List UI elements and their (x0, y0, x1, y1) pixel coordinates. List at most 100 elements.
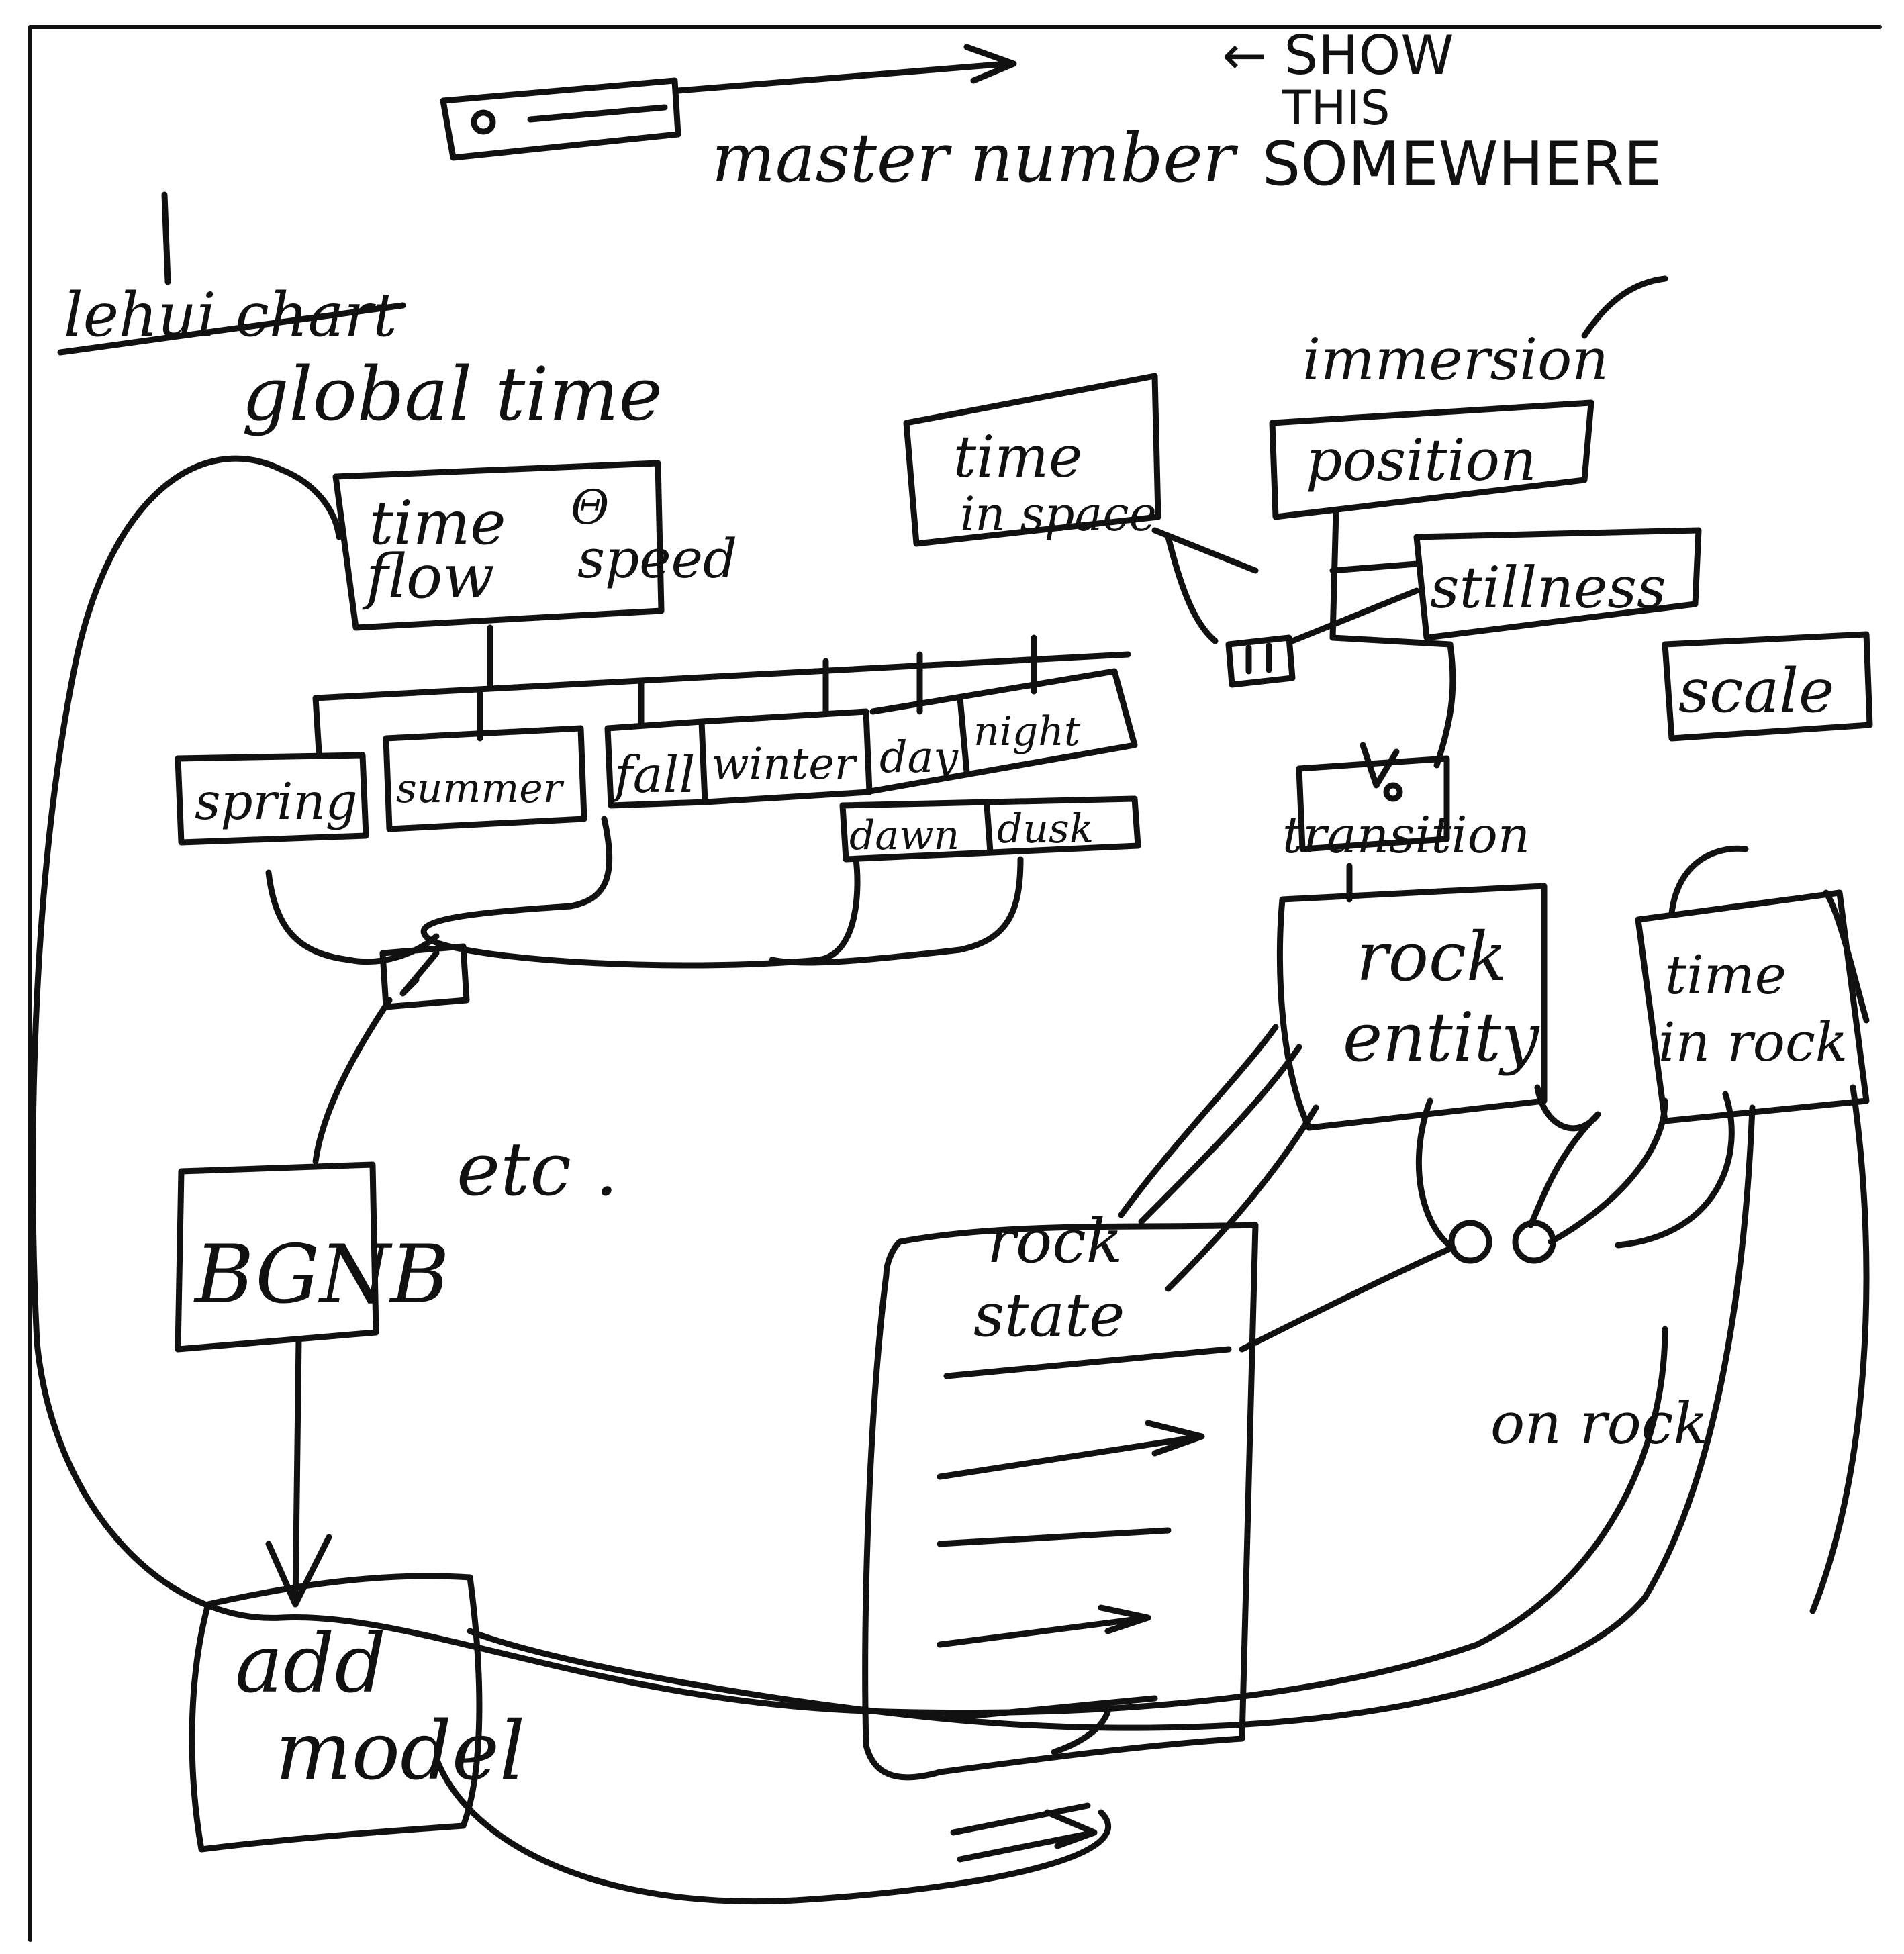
season-winter: winter (712, 739, 858, 789)
note-line-2: THIS (1282, 81, 1390, 136)
scale-border (1662, 631, 1873, 742)
dawn-dusk-border (839, 795, 1141, 863)
on-rock-label: on rock (1490, 1391, 1708, 1457)
position-box[interactable]: position (1269, 399, 1594, 520)
transition-arrow-icon (1360, 742, 1400, 789)
day-night-group: day night dawn dusk (839, 668, 1141, 863)
bgnb-box[interactable]: BGNB (175, 1161, 449, 1353)
spring-border (175, 752, 369, 846)
rock-state-row-1[interactable] (937, 1420, 1205, 1480)
bgnb-label: BGNB (193, 1228, 449, 1322)
season-winter-box[interactable]: winter (698, 708, 873, 805)
season-summer: summer (396, 765, 565, 812)
space-to-transition-connector (1289, 587, 1456, 769)
scale-box[interactable]: scale (1662, 631, 1873, 742)
time-flow-line-1: time (369, 488, 506, 558)
rock-entity-line-2: entity (1343, 998, 1540, 1077)
season-spring: spring (195, 772, 358, 831)
chart-label-tick (161, 191, 171, 285)
day-night-divider (957, 695, 970, 775)
bgnb-to-model-arrow (265, 1336, 332, 1608)
day-label[interactable]: day (879, 732, 959, 783)
rock-state-header-line (943, 1346, 1232, 1379)
rock-state-panel[interactable]: rock state (862, 1206, 1259, 1863)
rock-state-border (862, 1222, 1259, 1781)
junction-arrow-icon (399, 950, 440, 997)
season-fall: fall (611, 745, 695, 804)
rock-state-row-4[interactable] (943, 1695, 1158, 1722)
position-label: position (1306, 428, 1537, 494)
rock-state-line-2: state (973, 1280, 1125, 1351)
add-model-border (189, 1573, 483, 1853)
scale-label: scale (1678, 656, 1834, 726)
rock-state-to-knobs (1239, 1245, 1454, 1353)
speed-theta-icon: Θ (571, 480, 609, 535)
slider-groove (527, 104, 668, 123)
rock-entity-box[interactable]: rock entity (1276, 883, 1548, 1131)
global-time-loop (30, 455, 1668, 1716)
global-time-loop-top (279, 467, 342, 540)
time-in-rock-box[interactable]: time in rock (1635, 889, 1870, 1124)
slider-arrow-icon (675, 44, 1017, 94)
dusk-label[interactable]: dusk (997, 805, 1094, 852)
time-in-rock-border (1635, 889, 1870, 1124)
position-border (1269, 399, 1594, 520)
dawn-label[interactable]: dawn (849, 812, 959, 859)
season-summer-box[interactable]: summer (383, 725, 587, 832)
stillness-box[interactable]: stillness (1413, 527, 1702, 641)
time-in-space-box[interactable]: time in space (903, 373, 1161, 547)
time-in-space-line-1: time (953, 424, 1082, 491)
note-line-1: ← SHOW (1222, 24, 1454, 87)
time-in-rock-line-1: time (1665, 944, 1787, 1006)
rock-knob-connectors (1415, 1084, 1735, 1252)
transition-label: transition (1282, 805, 1530, 865)
transition-knob-icon (1383, 782, 1403, 802)
slider-knob[interactable] (471, 109, 496, 135)
transition-border (1296, 755, 1450, 852)
night-label[interactable]: night (973, 708, 1081, 755)
time-flow-box[interactable]: time flow Θ speed (332, 460, 737, 631)
etc-label: etc . (457, 1126, 618, 1212)
position-connector (1329, 507, 1420, 641)
stillness-label: stillness (1430, 555, 1666, 622)
day-night-border (863, 668, 1138, 795)
rock-state-row-2[interactable] (937, 1527, 1172, 1547)
time-flow-border (332, 460, 665, 631)
time-in-space-connector (1151, 527, 1259, 644)
immersion-label: immersion (1302, 327, 1609, 393)
stillness-border (1413, 527, 1702, 641)
transition-box[interactable]: transition (1282, 742, 1530, 865)
master-number-label: master number (712, 119, 1239, 197)
time-in-space-border (903, 373, 1161, 547)
time-in-rock-flourish (1668, 845, 1870, 1024)
master-number-slider[interactable] (440, 44, 1017, 161)
rock-state-row-5[interactable] (950, 1802, 1098, 1863)
slider-track (440, 77, 681, 161)
season-spring-box[interactable]: spring (175, 752, 369, 846)
rock-state-row-3[interactable] (937, 1604, 1151, 1648)
time-in-rock-line-2: in rock (1658, 1011, 1848, 1073)
add-model-line-2: model (275, 1705, 525, 1798)
season-junction-box (379, 943, 470, 1010)
speed-label: speed (577, 528, 737, 590)
rock-entity-line-1: rock (1356, 918, 1507, 996)
add-model-box[interactable]: add model (189, 1573, 525, 1853)
summer-border (383, 725, 587, 832)
global-time-label: global time (242, 351, 663, 437)
add-model-line-1: add (235, 1618, 386, 1711)
space-junction-box (1225, 634, 1296, 688)
on-rock-loop (467, 1084, 1870, 1731)
winter-border (698, 708, 873, 805)
junction-to-bgnb (312, 997, 393, 1165)
bgnb-border (175, 1161, 379, 1353)
rock-entity-border (1276, 883, 1548, 1131)
rock-knob-left-icon[interactable] (1448, 1220, 1492, 1264)
time-flow-line-2: flow (362, 542, 494, 612)
rock-state-line-1: rock (987, 1206, 1123, 1277)
chart-label-underline (57, 302, 406, 356)
rock-entity-to-state (1118, 1024, 1319, 1292)
immersion-flourish (1581, 275, 1668, 339)
note-line-3: SOMEWHERE (1262, 129, 1662, 199)
